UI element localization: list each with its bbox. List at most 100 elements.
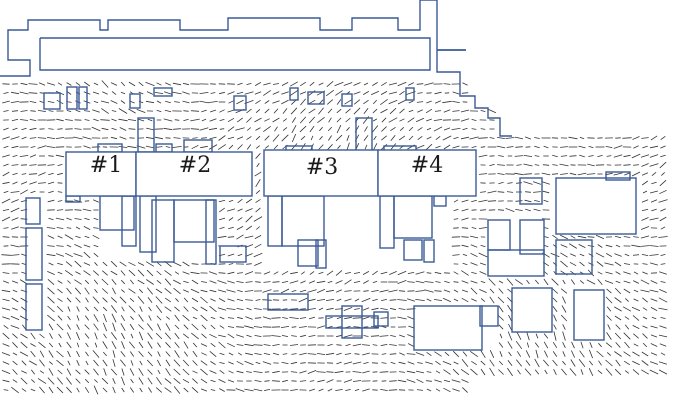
- flow-vector: [120, 270, 126, 276]
- flow-vector: [56, 227, 64, 229]
- flow-vector: [154, 136, 164, 140]
- flow-vector: [82, 136, 92, 140]
- flow-vector: [282, 118, 288, 122]
- flow-vector: [624, 370, 630, 374]
- flow-vector: [580, 369, 584, 375]
- flow-vector: [11, 145, 19, 149]
- flow-vector: [650, 190, 658, 194]
- flow-vector: [309, 380, 315, 382]
- flow-vector: [237, 82, 243, 86]
- flow-vector: [226, 289, 236, 293]
- flow-vector: [121, 376, 125, 386]
- flow-vector: [92, 91, 100, 95]
- flow-vector: [562, 279, 566, 285]
- flow-vector: [443, 387, 451, 393]
- flow-vector: [83, 145, 91, 149]
- flow-vector: [461, 92, 469, 94]
- flow-vector: [623, 263, 631, 265]
- flow-vector: [246, 83, 252, 85]
- flow-vector: [254, 91, 262, 95]
- flow-vector: [523, 163, 533, 167]
- flow-vector: [433, 119, 443, 121]
- flow-vector: [85, 342, 89, 348]
- flow-vector: [173, 359, 181, 367]
- flow-vector: [84, 369, 90, 375]
- flow-vector: [244, 271, 254, 275]
- flow-vector: [200, 306, 208, 312]
- flow-vector: [138, 324, 144, 330]
- flow-vector: [379, 335, 389, 337]
- flow-vector: [12, 352, 18, 356]
- flow-vector: [307, 289, 317, 293]
- flow-vector: [281, 335, 289, 337]
- flow-vector: [244, 325, 254, 329]
- flow-vector: [588, 155, 594, 157]
- flow-vector: [345, 343, 351, 347]
- flow-vector: [291, 335, 297, 337]
- flow-vector: [163, 118, 173, 122]
- flow-vector: [209, 280, 217, 284]
- flow-vector: [147, 377, 153, 385]
- flow-vector: [209, 109, 217, 113]
- flow-vector: [641, 360, 649, 366]
- flow-vector: [199, 100, 209, 104]
- flow-vector: [388, 117, 398, 123]
- flow-vector: [192, 306, 198, 312]
- flow-vector: [255, 127, 261, 131]
- flow-vector: [326, 270, 334, 276]
- flow-vector: [121, 387, 125, 393]
- flow-vector: [209, 118, 217, 122]
- flow-vector: [85, 306, 89, 312]
- flow-vector: [130, 333, 134, 339]
- flow-vector: [434, 271, 442, 275]
- flow-vector: [641, 217, 649, 221]
- flow-vector: [281, 270, 289, 276]
- units-1-2-complex: [65, 117, 253, 265]
- flow-vector: [254, 171, 262, 177]
- flow-vector: [462, 387, 468, 393]
- flow-vector: [47, 199, 55, 203]
- flow-vector: [659, 189, 667, 195]
- flow-vector: [649, 154, 659, 158]
- flow-vector: [426, 371, 432, 373]
- unit-3-label: #3: [306, 155, 338, 180]
- flow-vector: [38, 172, 46, 176]
- flow-vector: [641, 369, 649, 375]
- flow-vector: [57, 164, 63, 166]
- flow-vector: [31, 379, 35, 383]
- flow-vector: [453, 271, 459, 275]
- flow-vector: [183, 341, 189, 349]
- flow-vector: [46, 253, 56, 257]
- flow-vector: [363, 99, 369, 105]
- flow-vector: [66, 227, 72, 229]
- flow-vector: [390, 335, 396, 337]
- flow-vector: [20, 341, 28, 349]
- flow-vector: [399, 118, 405, 122]
- flow-vector: [623, 236, 631, 238]
- flow-vector: [102, 359, 108, 367]
- flow-vector: [112, 359, 116, 367]
- flow-vector: [145, 136, 155, 140]
- flow-vector: [344, 279, 352, 285]
- flow-vector: [526, 342, 530, 348]
- flow-vector: [397, 379, 407, 383]
- flow-vector: [390, 307, 396, 311]
- flow-vector: [11, 297, 19, 303]
- flow-vector: [192, 316, 198, 320]
- flow-vector: [57, 315, 63, 321]
- flow-vector: [543, 333, 549, 339]
- flow-vector: [208, 101, 218, 103]
- flow-vector: [280, 326, 290, 328]
- flow-vector: [588, 262, 594, 266]
- flow-vector: [56, 377, 64, 385]
- flow-vector: [282, 108, 288, 114]
- flow-vector: [146, 287, 154, 295]
- flow-vector: [246, 334, 252, 338]
- flow-vector: [562, 324, 566, 330]
- flow-vector: [435, 370, 441, 374]
- flow-vector: [210, 389, 216, 391]
- flow-vector: [363, 280, 369, 284]
- flow-vector: [129, 323, 135, 331]
- flow-vector: [373, 135, 377, 141]
- flow-vector: [191, 387, 199, 393]
